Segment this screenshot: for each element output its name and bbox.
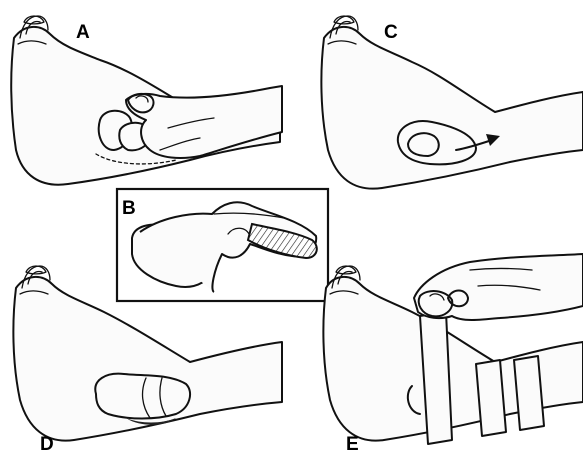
panel-label-d: D	[40, 434, 54, 455]
panel-label-c: C	[384, 22, 398, 43]
bandage-band-3	[514, 356, 544, 430]
panel-label-a: A	[76, 22, 90, 43]
panel-a: A	[11, 16, 282, 185]
panel-b: B	[117, 189, 328, 301]
panel-e: E	[323, 254, 583, 455]
panel-label-e: E	[346, 434, 359, 455]
panel-c: C	[321, 16, 583, 189]
bandage-band-2	[476, 360, 506, 436]
panel-label-b: B	[122, 198, 136, 219]
hand-e	[414, 254, 583, 320]
